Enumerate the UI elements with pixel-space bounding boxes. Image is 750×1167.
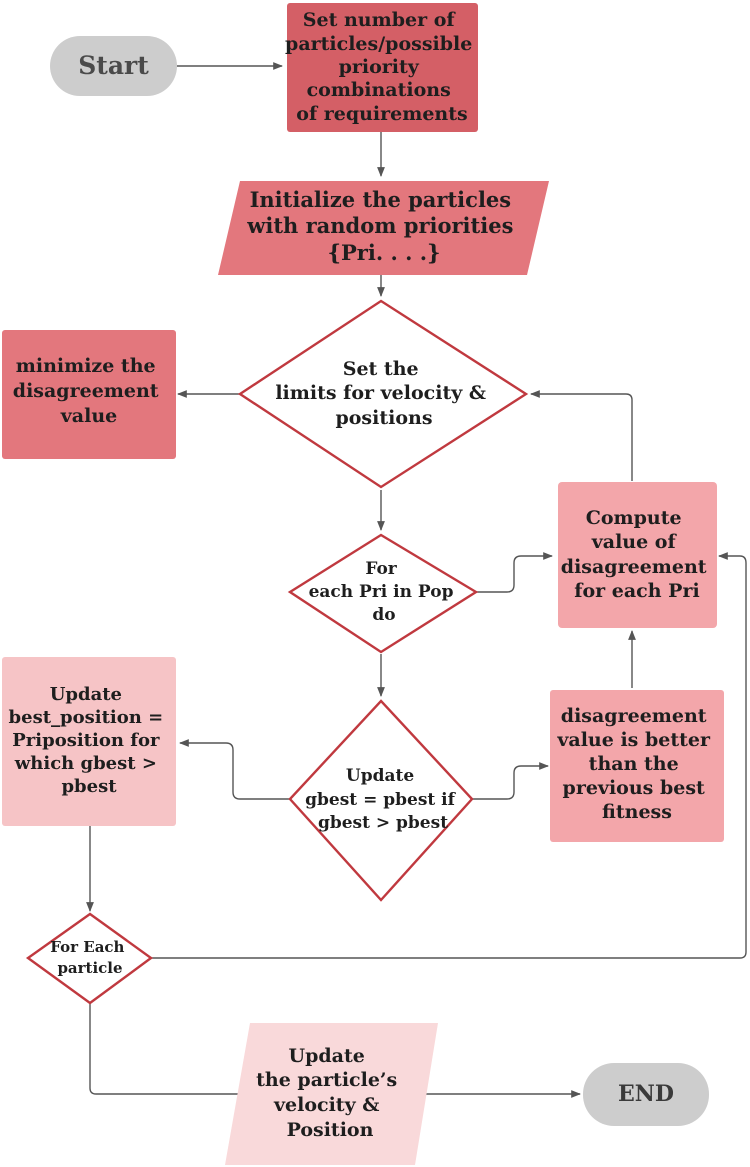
best-position-line-3: Priposition for [12,730,160,751]
end-node: END [583,1063,709,1126]
edge-for-each-particle-to-compute [151,552,747,959]
minimize-line-3: value [60,405,117,427]
compute-value-line-3: disagreement [561,556,707,578]
for-each-pri-line-3: do [372,605,395,625]
set-particles-line-4: combinations [307,79,451,101]
better-fitness-line-4: previous best [563,777,706,799]
start-label: Start [78,51,149,80]
update-gbest-line-1: Update [346,766,414,786]
svg-text:For Each particle: For Each particle [50,938,129,977]
set-limits-line-1: Set the [343,358,419,380]
init-particles-line-2: with random priorities [246,213,513,238]
svg-text:disagreement value is be: disagreement value is better than the pr… [556,705,716,823]
set-limits-line-3: positions [335,407,432,429]
svg-text:For each Pri in Pop: For each Pri in Pop do [309,559,460,625]
update-gbest-line-3: gbest > pbest [318,813,448,833]
best-position-line-1: Update [50,684,122,705]
init-particles-node: Initialize the particles with random pri… [218,181,549,275]
set-particles-line-3: priority [339,56,420,78]
better-fitness-node: disagreement value is better than the pr… [550,690,724,842]
for-each-particle-node: For Each particle [25,912,154,1005]
set-particles-line-2: particles/possible [285,33,472,55]
update-gbest-line-2: gbest = pbest if [305,790,456,810]
update-velocity-line-3: velocity & [273,1094,379,1116]
update-best-position-node: Update best_position = Priposition for w… [2,657,176,826]
svg-text:Set the limits for veloc: Set the limits for velocity & positions [275,358,492,429]
better-fitness-line-2: value is better [556,729,711,751]
set-particles-line-1: Set number of [303,9,457,31]
minimize-node: minimize the disagreement value [2,330,176,459]
svg-text:minimize the disagreemen: minimize the disagreement value [13,355,165,427]
svg-text:Start: Start [78,51,149,80]
for-each-pri-node: For each Pri in Pop do [287,533,479,654]
svg-text:END: END [618,1081,674,1107]
best-position-line-2: best_position = [9,707,164,728]
svg-text:Update best_position =: Update best_position = Priposition for w… [9,684,170,797]
svg-text:Update gbest = pbest if: Update gbest = pbest if gbest > pbest [305,766,461,833]
svg-text:Initialize the particles: Initialize the particles with random pri… [246,187,520,265]
edge-for-each-pri-to-compute [476,552,553,593]
edge-update-gbest-to-best-position [179,739,290,800]
update-velocity-line-4: Position [287,1119,374,1141]
better-fitness-line-5: fitness [602,801,672,823]
for-each-pri-line-2: each Pri in Pop [309,582,454,602]
update-velocity-line-2: the particle’s [256,1069,397,1091]
start-node: Start [50,36,177,96]
update-velocity-node: Update the particle’s velocity & Positio… [225,1023,438,1165]
compute-value-node: Compute value of disagreement for each P… [558,482,717,628]
for-each-particle-line-2: particle [57,959,122,977]
compute-value-line-1: Compute [586,507,682,529]
compute-value-line-4: for each Pri [574,580,699,602]
for-each-particle-line-1: For Each [50,938,124,956]
compute-value-line-2: value of [591,531,678,553]
svg-text:Compute value of d: Compute value of disagreement for each P… [561,507,713,602]
update-velocity-line-1: Update [289,1045,365,1067]
init-particles-line-3: {Pri. . . .} [327,240,440,265]
end-label: END [618,1081,674,1107]
svg-text:Set number of particles/: Set number of particles/possible priorit… [285,9,479,125]
better-fitness-line-3: than the [589,753,679,775]
edge-compute-to-set-limits [530,390,633,481]
init-particles-line-1: Initialize the particles [250,187,512,212]
set-limits-line-2: limits for velocity & [275,382,486,404]
better-fitness-line-1: disagreement [561,705,707,727]
svg-text:Update the particle’s: Update the particle’s velocity & Positio… [256,1045,404,1141]
update-gbest-node: Update gbest = pbest if gbest > pbest [288,699,474,902]
set-particles-line-5: of requirements [296,103,467,125]
set-limits-node: Set the limits for velocity & positions [237,299,529,489]
edge-for-each-particle-to-update-velocity [89,1003,249,1098]
minimize-line-2: disagreement [13,380,159,402]
set-particles-node: Set number of particles/possible priorit… [285,3,479,132]
minimize-line-1: minimize the [16,355,156,377]
for-each-pri-line-1: For [365,559,397,579]
best-position-line-4: which gbest > [14,753,157,774]
best-position-line-5: pbest [61,776,117,797]
edge-update-gbest-to-better-fitness [472,762,549,800]
connectors [86,62,747,1098]
